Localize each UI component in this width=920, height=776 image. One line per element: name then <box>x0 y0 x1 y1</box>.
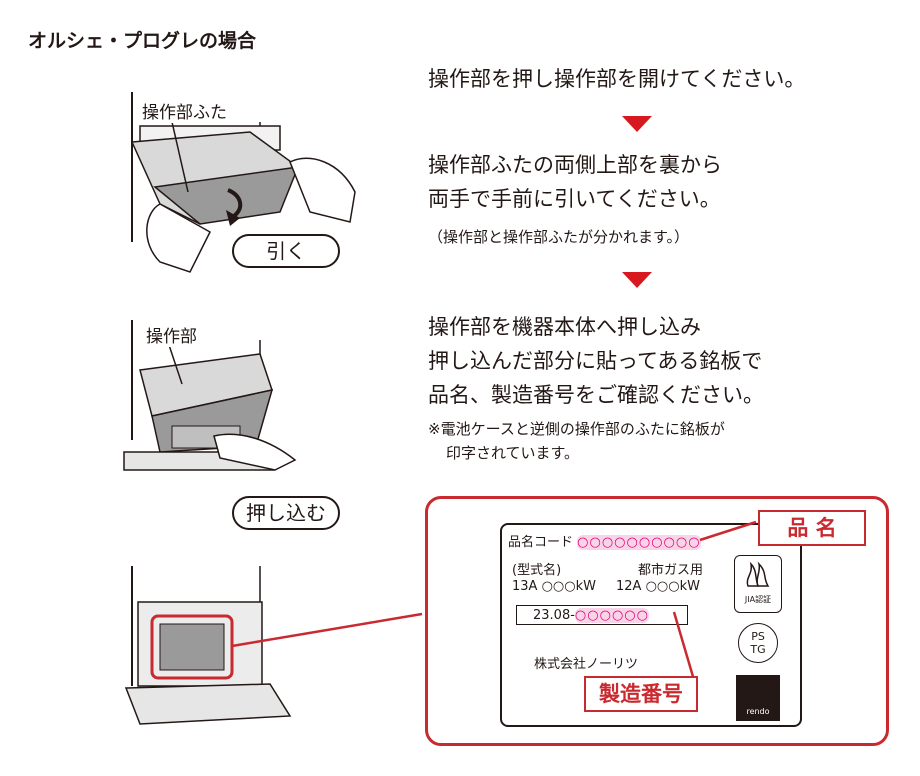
action-pull-label: 引く <box>232 234 340 268</box>
callout-operation-cover: 操作部ふた <box>140 98 229 123</box>
ps-tg-mark-icon: PS TG <box>738 623 778 663</box>
step3-note-line1: ※電池ケースと逆側の操作部のふたに銘板が <box>428 420 725 438</box>
jia-mark-label: JIA認証 <box>744 595 772 604</box>
page-title: オルシェ・プログレの場合 <box>28 30 257 52</box>
step2-note: （操作部と操作部ふたが分かれます。） <box>428 228 690 246</box>
down-arrow-icon <box>622 272 652 288</box>
serial-value: ○○○○○○ <box>574 608 649 623</box>
callout-operation-panel: 操作部 <box>144 322 199 347</box>
gas-type-label: 都市ガス用 <box>638 563 704 578</box>
product-code-label: 品名コード <box>508 535 574 550</box>
figure-push-in <box>123 320 297 471</box>
figure-pull-cover <box>130 92 356 273</box>
product-name-label: 品 名 <box>758 510 866 546</box>
rendo-logo-icon: rendo <box>736 675 780 721</box>
product-code-row: 品名コード ○○○○○○○○○○ <box>508 531 701 550</box>
model-13a: 13A ○○○kW <box>512 579 596 594</box>
step1-text: 操作部を押し操作部を開けてください。 <box>428 67 806 91</box>
down-arrow-icon <box>622 116 652 132</box>
step2-line1: 操作部ふたの両側上部を裏から <box>428 153 722 177</box>
action-push-label: 押し込む <box>232 496 340 530</box>
product-name-leader <box>699 520 757 542</box>
step3-note-line2: 印字されています。 <box>446 444 580 462</box>
flame-icon <box>746 561 770 587</box>
step3-line3: 品名、製造番号をご確認ください。 <box>428 383 764 407</box>
ps-mark-top: PS <box>751 630 765 643</box>
serial-number-label: 製造番号 <box>584 676 698 712</box>
serial-number-field: 23.08-○○○○○○ <box>516 605 688 625</box>
serial-number-leader <box>672 611 696 681</box>
figure-nameplate-location <box>124 566 423 725</box>
ps-mark-bottom: TG <box>750 643 766 656</box>
manufacturer-name: 株式会社ノーリツ <box>534 657 639 672</box>
product-code-value: ○○○○○○○○○○ <box>577 535 701 550</box>
nameplate-detail-frame <box>425 496 889 746</box>
serial-prefix: 23.08- <box>533 608 575 623</box>
model-12a: 12A ○○○kW <box>616 579 700 594</box>
step3-line2: 押し込んだ部分に貼ってある銘板で <box>428 349 763 373</box>
brand-mark: rendo <box>746 707 770 716</box>
step2-line2: 両手で手前に引いてください。 <box>428 187 721 211</box>
step3-line1: 操作部を機器本体へ押し込み <box>428 315 701 339</box>
jia-flame-icon: JIA認証 <box>734 555 782 613</box>
model-label: (型式名) <box>512 563 562 578</box>
